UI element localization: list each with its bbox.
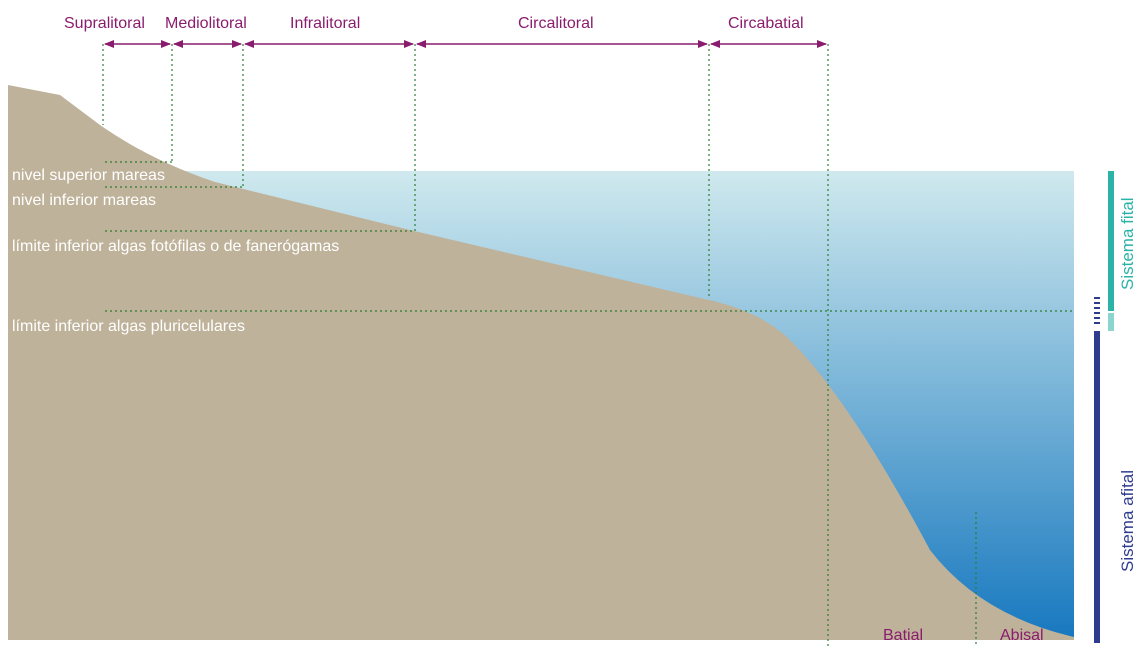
zone-label-infralitoral: Infralitoral [290, 15, 360, 32]
zone-label-circabatial: Circabatial [728, 15, 804, 32]
depth-label-pluricellular: límite inferior algas pluricelulares [12, 318, 245, 335]
zone-label-circalitoral: Circalitoral [518, 15, 594, 32]
zone-label-supralitoral: Supralitoral [64, 15, 145, 32]
system-label-fital: Sistema fital [1118, 197, 1137, 290]
depth-label-photophilic: límite inferior algas fotófilas o de fan… [12, 238, 339, 255]
depth-label-upper-tide: nivel superior mareas [12, 167, 165, 184]
zone-label-abisal: Abisal [1000, 627, 1044, 644]
bar-sistema-fital [1108, 171, 1114, 311]
system-bars [1094, 171, 1114, 643]
bar-sistema-afital [1094, 331, 1100, 643]
bar-sistema-fital-dashed [1108, 313, 1114, 331]
system-label-afital: Sistema afital [1118, 470, 1137, 572]
zone-label-batial: Batial [883, 627, 923, 644]
bar-dashes-afital [1094, 297, 1100, 324]
seabed-profile [8, 85, 1074, 640]
depth-label-lower-tide: nivel inferior mareas [12, 192, 156, 209]
top-zone-guides [102, 44, 977, 646]
zone-label-mediolitoral: Mediolitoral [165, 15, 247, 32]
depth-level-lines [105, 161, 1074, 312]
